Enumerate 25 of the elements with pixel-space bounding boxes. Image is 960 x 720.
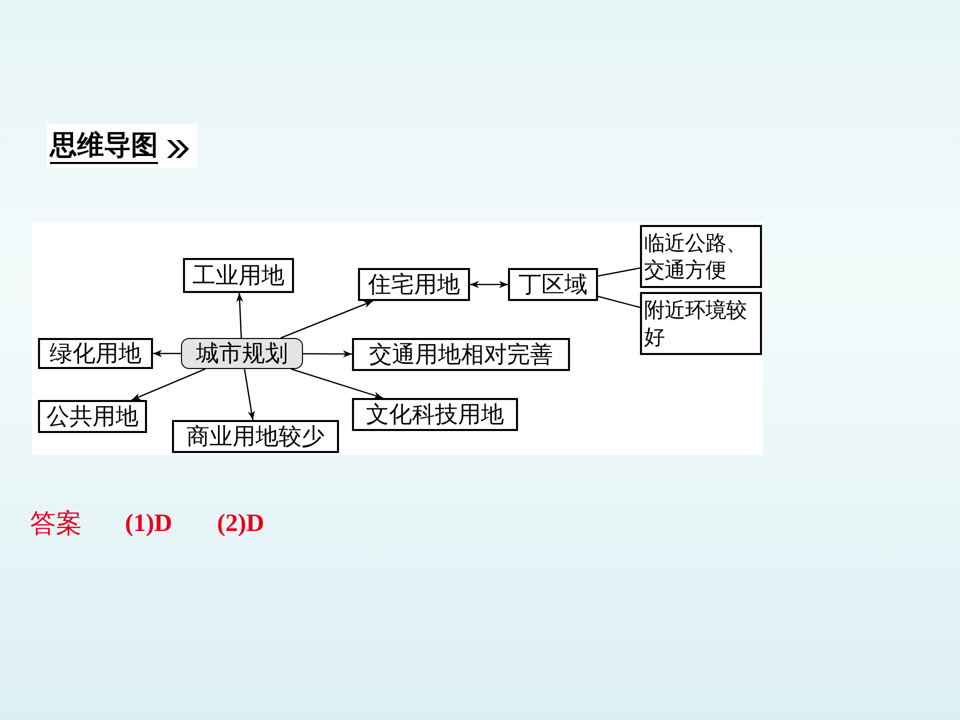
arrow [470, 280, 508, 288]
concept-box: 丁区域 [508, 268, 598, 301]
connector-line [598, 296, 640, 308]
answer-heading: 答案 [30, 508, 82, 540]
concept-box: 住宅用地 [358, 268, 470, 301]
concept-box: 交通用地相对完善 [352, 338, 570, 371]
arrow [290, 368, 383, 399]
connector-line [598, 267, 640, 277]
answer-text: (1)D [125, 509, 172, 539]
concept-box: 附近环境较好 [640, 292, 762, 355]
concept-box: 临近公路、交通方便 [640, 225, 762, 288]
topic-box: 城市规划 [181, 338, 303, 369]
title-text: 思维导图 [50, 130, 158, 164]
concept-box: 商业用地较少 [172, 420, 339, 453]
concept-box: 公共用地 [38, 400, 147, 433]
arrow [236, 292, 244, 338]
arrow [131, 368, 206, 401]
arrow [244, 368, 255, 420]
concept-box: 工业用地 [183, 258, 294, 293]
arrow [280, 300, 374, 339]
answer-text: (2)D [217, 509, 264, 539]
concept-box: 绿化用地 [38, 338, 153, 369]
concept-box: 文化科技用地 [352, 398, 518, 431]
arrow [153, 350, 181, 358]
arrow [303, 350, 352, 358]
